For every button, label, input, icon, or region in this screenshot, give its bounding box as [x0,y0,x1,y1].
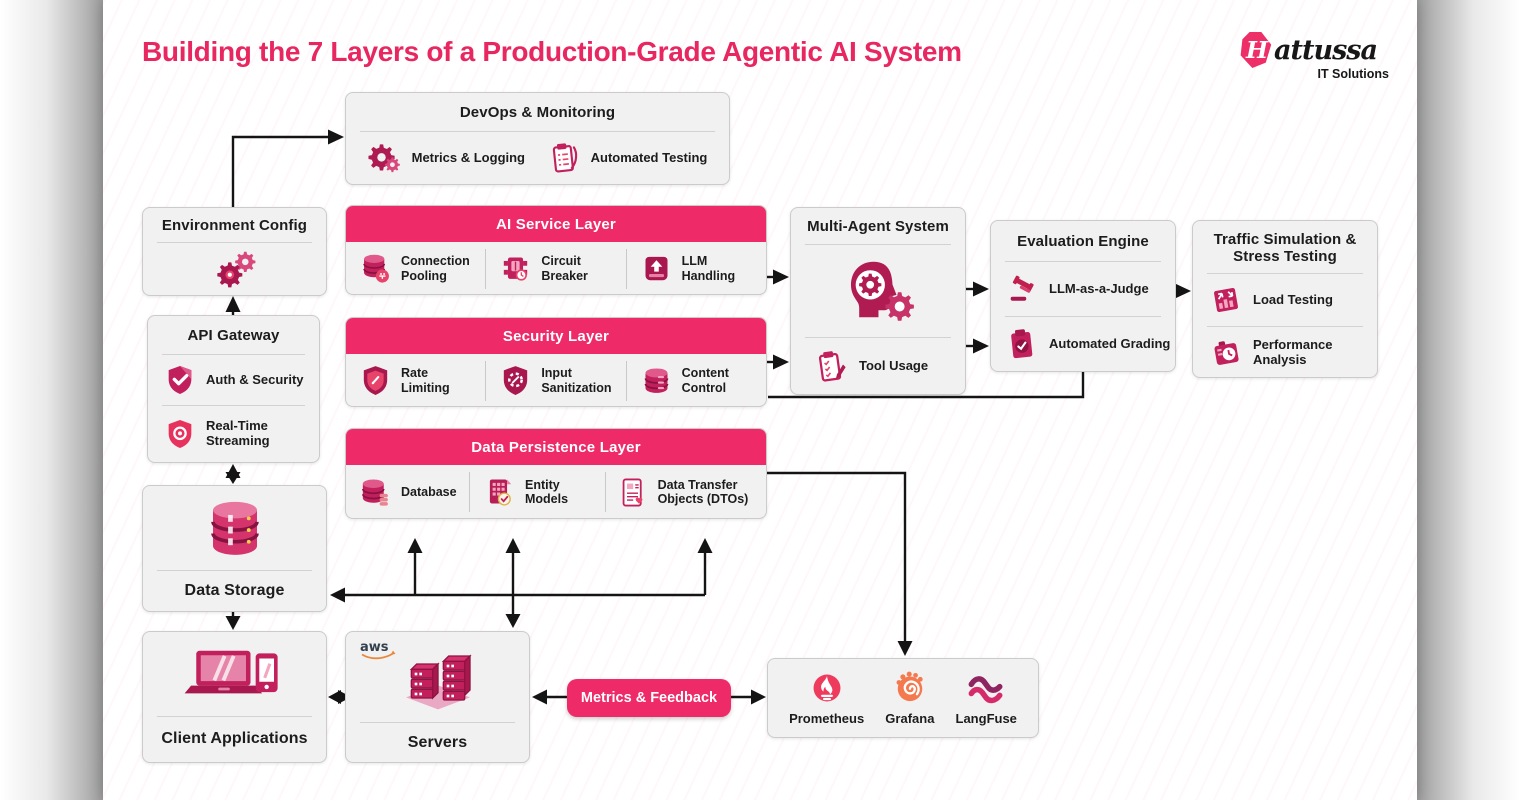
aws-logo-text: aws [360,640,389,655]
environment-config-title: Environment Config [161,216,308,234]
multi-agent-title: Multi-Agent System [807,217,949,235]
servers-title: Servers [407,734,468,751]
divider [1207,273,1363,274]
ai-service-layer-box: AI Service Layer Connection Pooling [345,205,767,295]
devops-title: DevOps & Monitoring [459,103,616,121]
environment-config-box: Environment Config [142,207,327,296]
langfuse-icon [964,669,1008,707]
aws-logo: aws [358,638,400,662]
server-rack-icon [390,647,486,713]
page-title: Building the 7 Layers of a Production-Gr… [142,36,962,67]
brand-name: attussa [1274,34,1378,66]
traffic-testing-box: Traffic Simulation & Stress Testing Load… [1192,220,1378,378]
devops-item-metrics-logging: Metrics & Logging [368,141,525,175]
devops-monitoring-box: DevOps & Monitoring Metrics & Logging [345,92,730,185]
api-item-auth-security: Auth & Security [148,355,319,405]
monitoring-tools-box: Prometheus Grafana [767,658,1039,738]
circuit-breaker-icon [499,252,532,285]
load-chart-icon [1209,283,1243,317]
gears-icon [213,247,257,291]
metrics-feedback-pill: Metrics & Feedback [567,679,731,717]
tool-prometheus: Prometheus [789,669,864,727]
clipboard-test-icon [547,141,581,175]
traffic-testing-title: Traffic Simulation & Stress Testing [1213,231,1357,265]
divider [360,131,715,132]
divider [157,716,312,717]
page-edge-right [1417,0,1520,800]
client-applications-box: Client Applications [142,631,327,763]
database-stack-icon [202,495,268,561]
client-applications-title: Client Applications [161,730,308,747]
multi-agent-item-tool-usage: Tool Usage [791,338,965,394]
servers-box: aws [345,631,530,763]
security-item-rate-limiting: Rate Limiting [346,360,487,401]
shield-check-icon [164,364,196,396]
database-content-icon [640,364,673,397]
brand-logo: H attussa IT Solutions [1237,30,1397,81]
devops-item-automated-testing: Automated Testing [547,141,707,175]
divider [157,570,312,571]
entity-models-icon [483,476,516,509]
ai-item-llm-handling: LLM Handling [627,249,766,289]
tool-langfuse: LangFuse [956,669,1017,727]
divider [805,337,951,338]
evaluation-engine-box: Evaluation Engine LLM-as-a-Judge [990,220,1176,372]
gavel-icon [1005,272,1039,306]
grafana-icon [891,669,929,707]
brain-gears-icon [841,254,915,328]
grading-clipboard-icon [1005,327,1039,361]
divider [1005,261,1161,262]
multi-agent-system-box: Multi-Agent System [790,207,966,395]
database-icon [359,476,392,509]
llm-handling-icon [640,252,673,285]
metrics-feedback-label: Metrics & Feedback [580,690,718,706]
divider [360,722,515,723]
traffic-item-performance-analysis: Performance Analysis [1193,327,1377,379]
shield-stream-icon [164,418,196,450]
data-storage-title: Data Storage [184,582,285,599]
data-persistence-layer-header: Data Persistence Layer [346,429,766,465]
shield-sanitize-icon [499,364,532,397]
data-persistence-layer-box: Data Persistence Layer Database [345,428,767,519]
persistence-item-entity-models: Entity Models [470,472,606,512]
data-storage-box: Data Storage [142,485,327,612]
security-layer-box: Security Layer Rate Limiting [345,317,767,407]
evaluation-engine-title: Evaluation Engine [1017,232,1149,250]
traffic-item-load-testing: Load Testing [1193,274,1377,326]
security-item-content-control: Content Control [627,361,766,401]
shield-rate-icon [359,364,392,397]
svg-text:H: H [1245,36,1269,64]
divider [1005,316,1161,317]
api-gateway-box: API Gateway Auth & Security Real- [147,315,320,463]
ai-item-circuit-breaker: Circuit Breaker [486,248,627,289]
api-gateway-title: API Gateway [187,326,280,344]
brand-logo-icon: H [1237,30,1273,70]
ai-service-layer-header: AI Service Layer [346,206,766,242]
tool-usage-icon [813,348,849,384]
stopwatch-icon [1209,336,1243,370]
divider [162,354,305,355]
tool-grafana: Grafana [885,669,934,727]
ai-item-connection-pooling: Connection Pooling [346,248,487,289]
devices-icon [183,643,287,705]
persistence-item-dto: Data Transfer Objects (DTOs) [606,472,766,512]
divider [162,405,305,406]
divider [157,242,312,243]
brand-subtitle: IT Solutions [1317,67,1389,81]
dto-document-icon [616,476,649,509]
gear-wrench-icon [368,141,402,175]
prometheus-icon [808,669,846,707]
evaluation-item-automated-grading: Automated Grading [991,317,1175,371]
security-layer-header: Security Layer [346,318,766,354]
persistence-item-database: Database [346,472,470,512]
security-item-input-sanitization: Input Sanitization [486,360,627,401]
divider [1207,326,1363,327]
evaluation-item-llm-judge: LLM-as-a-Judge [991,262,1175,316]
database-pool-icon [359,252,392,285]
api-item-realtime-streaming: Real-Time Streaming [148,406,319,462]
page-edge-left [0,0,103,800]
divider [805,244,951,245]
